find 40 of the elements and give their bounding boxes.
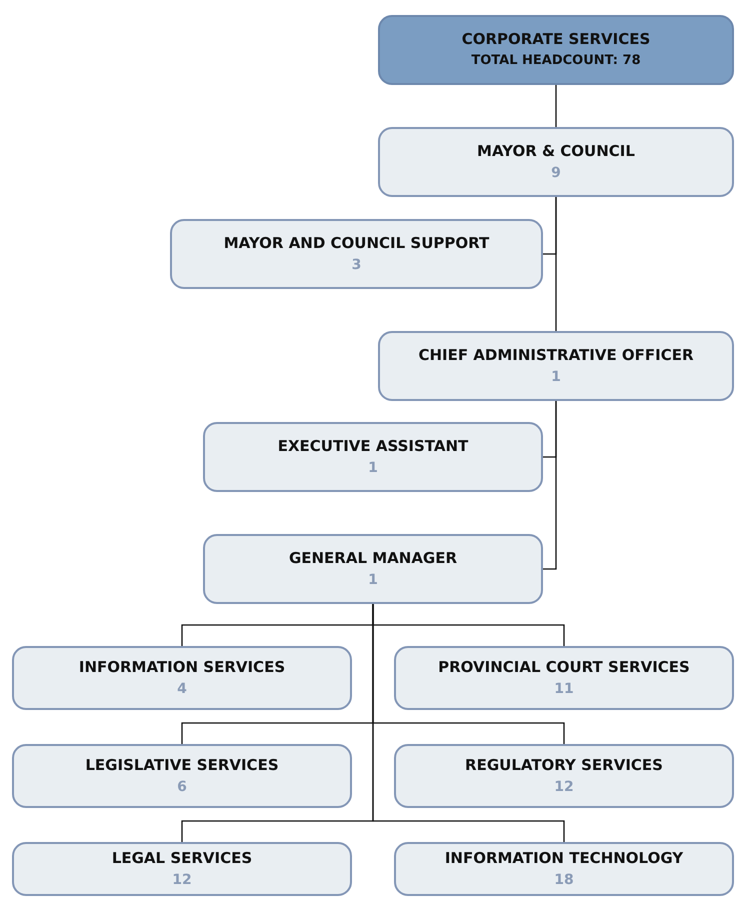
org-unit-box [170,219,543,289]
headcount-number: 3 [352,256,362,275]
unit-title: CORPORATE SERVICES [462,29,650,50]
unit-title: CHIEF ADMINISTRATIVE OFFICER [418,345,694,366]
unit-title: INFORMATION SERVICES [78,657,286,678]
org-unit-box [12,646,352,710]
headcount-number: 12 [172,871,192,890]
org-unit-box [203,422,543,492]
headcount-number: 11 [554,680,574,699]
unit-title: MAYOR AND COUNCIL SUPPORT [224,233,490,254]
org-unit-box [394,842,734,896]
headcount-number: 1 [368,459,378,478]
org-unit-box [394,646,734,710]
headcount-number: 18 [554,871,574,890]
unit-title: LEGISLATIVE SERVICES [85,755,279,776]
headcount-number: 4 [177,680,187,699]
org-unit-box [378,331,734,401]
department-header-box [378,15,734,85]
headcount-number: 1 [368,571,378,590]
connector-line [372,604,565,842]
unit-title: PROVINCIAL COURT SERVICES [438,657,690,678]
org-unit-box [12,842,352,896]
connector-line [555,197,557,331]
headcount-number: 9 [551,164,561,183]
unit-title: EXECUTIVE ASSISTANT [278,436,468,457]
connector-line [543,401,557,570]
unit-title: MAYOR & COUNCIL [477,141,635,162]
unit-title: REGULATORY SERVICES [465,755,663,776]
unit-title: GENERAL MANAGER [288,548,458,569]
unit-title: LEGAL SERVICES [112,848,252,869]
org-unit-box [12,744,352,808]
org-unit-box [203,534,543,604]
unit-title: INFORMATION TECHNOLOGY [444,848,684,869]
headcount-number: 6 [177,778,187,797]
headcount-number: 1 [551,368,561,387]
org-unit-box [394,744,734,808]
headcount-text: TOTAL HEADCOUNT: 78 [471,52,641,70]
connector-line [555,85,557,127]
headcount-number: 12 [554,778,574,797]
org-unit-box [378,127,734,197]
